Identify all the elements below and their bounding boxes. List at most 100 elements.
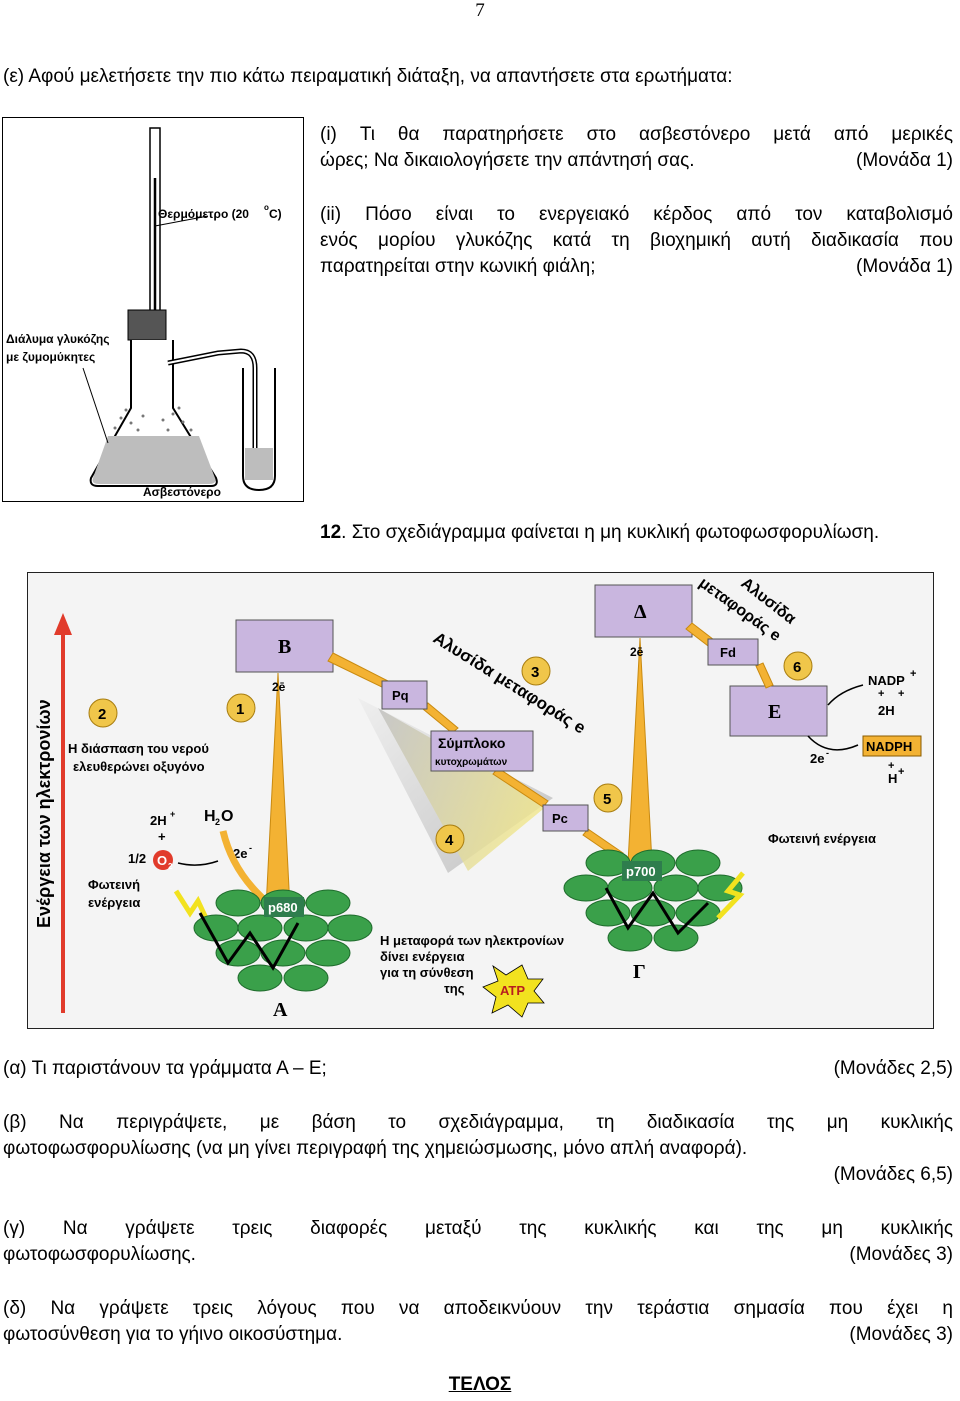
photosystem-i-cluster <box>563 849 743 952</box>
svg-text:+: + <box>878 688 884 700</box>
svg-text:+: + <box>888 760 894 772</box>
box-b <box>235 619 334 673</box>
limewater-label: Ασβεστόνερο <box>143 485 221 499</box>
water-split-2: ελευθερώνει οξυγόνο <box>73 759 205 774</box>
question-d-line-1: (δ) Να γράψετε τρεις λόγους που να αποδε… <box>3 1298 953 1319</box>
question-c-line-2-row: φωτοφωσφορυλίωσης. (Μονάδες 3) <box>3 1242 953 1268</box>
question-d-marks: (Μονάδες 3) <box>849 1324 953 1345</box>
question-i-marks: (Μονάδα 1) <box>856 150 953 171</box>
transfer-2: δίνει ενέργεια <box>380 949 464 964</box>
question-i-line-1: (i) Τι θα παρατηρήσετε στο ασβεστόνερο μ… <box>320 124 953 145</box>
o2-sub: 2 <box>168 862 173 871</box>
question-b-line-1: (β) Να περιγράψετε, με βάση το σχεδιάγρα… <box>3 1112 953 1133</box>
question-a-row: (α) Τι παριστάνουν τα γράμματα Α – Ε; (Μ… <box>3 1056 953 1082</box>
page-number: 7 <box>475 0 485 21</box>
svg-text:+: + <box>898 766 904 778</box>
letter-g: Γ <box>633 961 646 983</box>
svg-text:+: + <box>910 668 916 680</box>
solution-label-1: Διάλυμα γλυκόζης <box>6 332 109 346</box>
h-right: H <box>888 771 897 786</box>
pq-label: Pq <box>392 688 409 703</box>
h2o-sub: 2 <box>215 817 220 827</box>
question-e-intro: (ε) Αφού μελετήσετε την πιο κάτω πειραμα… <box>3 66 733 87</box>
question-a-marks: (Μονάδες 2,5) <box>833 1058 953 1079</box>
question-c-marks: (Μονάδες 3) <box>849 1244 953 1265</box>
number-4: 4 <box>445 832 454 849</box>
limewater-tube <box>242 368 276 492</box>
box-e-label: Ε <box>768 701 781 723</box>
svg-text:-: - <box>249 843 252 853</box>
fermentation-apparatus-drawing: Θερμόμετρο (20 o C) Διάλυμα γλυκόζης με … <box>6 127 282 499</box>
cytochrome-box <box>430 730 534 772</box>
h2o-o: O <box>221 808 233 825</box>
pq-box <box>381 680 428 710</box>
half: 1/2 <box>128 851 146 866</box>
fd-box <box>707 638 759 666</box>
two-e-3: 2e <box>233 846 247 861</box>
glucose-solution <box>92 436 216 484</box>
o2: O <box>157 853 167 868</box>
question-d-line-2-row: φωτοσύνθεση για το γήινο οικοσύστημα. (Μ… <box>3 1322 953 1348</box>
question-12: 12. Στο σχεδιάγραμμα φαίνεται η μη κυκλι… <box>320 520 953 546</box>
svg-text:+: + <box>898 688 904 700</box>
fd-label: Fd <box>720 645 736 660</box>
question-d-line-2: φωτοσύνθεση για το γήινο οικοσύστημα. <box>3 1324 343 1345</box>
light-right: Φωτεινή ενέργεια <box>768 831 876 846</box>
question-ii-marks: (Μονάδα 1) <box>856 256 953 277</box>
p680-label: p680 <box>268 900 298 915</box>
question-i-line-2-row: ώρες; Να δικαιολογήσετε την απάντησή σας… <box>320 148 953 174</box>
number-3: 3 <box>531 664 539 681</box>
nadph-label: NADPH <box>866 739 912 754</box>
transfer-1: Η μεταφορά των ηλεκτρονίων <box>380 933 564 948</box>
box-d-label: Δ <box>634 601 647 623</box>
question-i-line-2: ώρες; Να δικαιολογήσετε την απάντησή σας… <box>320 150 695 171</box>
beam-psii <box>265 672 291 909</box>
h2o: H <box>204 808 216 825</box>
box-d <box>594 584 693 638</box>
number-5: 5 <box>603 791 611 808</box>
photophosphorylation-diagram: Ενέργεια των ηλεκτρονίων Β Δ Ε 2ē 2ē Pq … <box>27 572 934 1029</box>
cytochrome-1: Σύμπλοκο <box>438 735 505 751</box>
question-ii-line-3-row: παρατηρείται στην κωνική φιάλη; (Μονάδα … <box>320 254 953 280</box>
cytochrome-2: κυτοχρωμάτων <box>435 757 508 768</box>
atp-label: ATP <box>500 983 525 998</box>
two-e-2: 2ē <box>630 645 644 659</box>
nadp-label: NADP <box>868 673 905 688</box>
svg-text:-: - <box>826 748 829 758</box>
question-ii-line-2: ενός μορίου γλυκόζης κατά τη βιοχημική α… <box>320 230 953 251</box>
fermentation-apparatus-figure: Θερμόμετρο (20 o C) Διάλυμα γλυκόζης με … <box>2 117 304 502</box>
two-e-4: 2e <box>810 751 824 766</box>
transfer-3: για τη σύνθεση <box>380 965 474 980</box>
end-text: ΤΕΛΟΣ <box>448 1374 512 1395</box>
p700-label: p700 <box>626 864 656 879</box>
plus-sign: + <box>158 829 166 844</box>
beam-psi <box>627 637 653 864</box>
question-b-line-2: φωτοφωσφορυλίωσης (να μη γίνει περιγραφή… <box>3 1138 748 1159</box>
light-left-1: Φωτεινή <box>88 877 140 892</box>
number-2: 2 <box>98 706 106 723</box>
stopper <box>127 309 167 341</box>
solution-label-2: με ζυμομύκητες <box>6 350 95 364</box>
thermometer-label: Θερμόμετρο (20 <box>158 207 249 221</box>
box-e <box>729 685 828 737</box>
degree-mark: o <box>264 203 269 212</box>
chain-label-1: Αλυσίδα μεταφοράς e <box>430 628 589 737</box>
thermometer-unit: C) <box>269 207 282 221</box>
letter-a: Α <box>273 999 288 1021</box>
pc-box <box>542 804 589 832</box>
question-a-text: (α) Τι παριστάνουν τα γράμματα Α – Ε; <box>3 1058 327 1079</box>
question-12-text: . Στο σχεδιάγραμμα φαίνεται η μη κυκλική… <box>341 522 880 543</box>
transfer-4: της <box>444 981 465 996</box>
light-left-2: ενέργεια <box>88 895 140 910</box>
two-h: 2H <box>150 813 167 828</box>
question-c-line-1: (γ) Να γράψετε τρεις διαφορές μεταξύ της… <box>3 1218 953 1239</box>
energy-axis-label: Ενέργεια των ηλεκτρονίων <box>34 699 54 928</box>
atp-burst <box>482 964 545 1018</box>
question-ii-line-1: (ii) Πόσο είναι το ενεργειακό κέρδος από… <box>320 204 953 225</box>
question-c-line-2: φωτοφωσφορυλίωσης. <box>3 1244 196 1265</box>
yeast-bubbles <box>113 406 193 432</box>
number-1: 1 <box>236 701 244 718</box>
number-6: 6 <box>793 659 801 676</box>
question-12-number: 12 <box>320 522 342 543</box>
pc-label: Pc <box>552 811 568 826</box>
